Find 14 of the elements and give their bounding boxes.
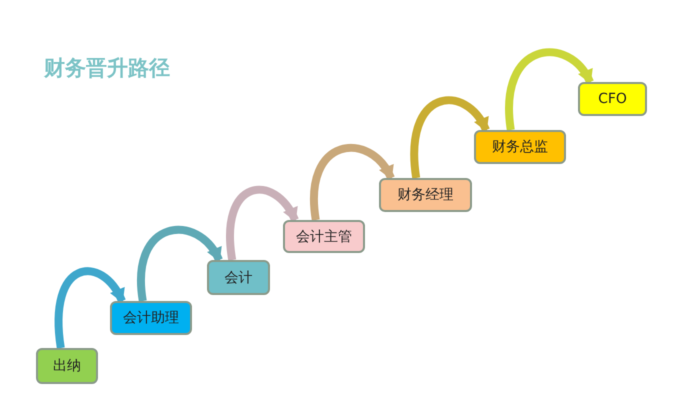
title: 财务晋升路径 xyxy=(44,55,170,82)
curved-arrow xyxy=(505,48,594,130)
job-box: 财务总监 xyxy=(474,130,566,164)
job-box: 会计主管 xyxy=(283,220,365,253)
curved-arrow xyxy=(410,96,490,178)
curved-arrow xyxy=(54,267,126,348)
job-box: 会计助理 xyxy=(110,301,192,335)
curved-arrow xyxy=(310,144,394,220)
job-box: 会计 xyxy=(207,260,270,295)
curved-arrow xyxy=(226,186,299,260)
curved-arrow xyxy=(137,226,222,302)
job-box: 出纳 xyxy=(36,348,98,384)
job-box: CFO xyxy=(578,82,647,116)
job-box: 财务经理 xyxy=(379,178,472,212)
